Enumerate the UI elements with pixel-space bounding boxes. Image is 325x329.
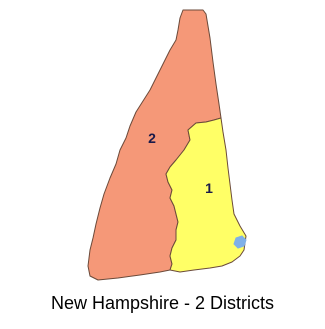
new-hampshire-map: 2 1 [87, 9, 247, 281]
coastal-water [233, 235, 247, 249]
district-1-label: 1 [205, 180, 213, 196]
map-caption: New Hampshire - 2 Districts [50, 293, 275, 313]
district-2-label: 2 [148, 130, 156, 146]
district-1-shape [165, 117, 247, 273]
